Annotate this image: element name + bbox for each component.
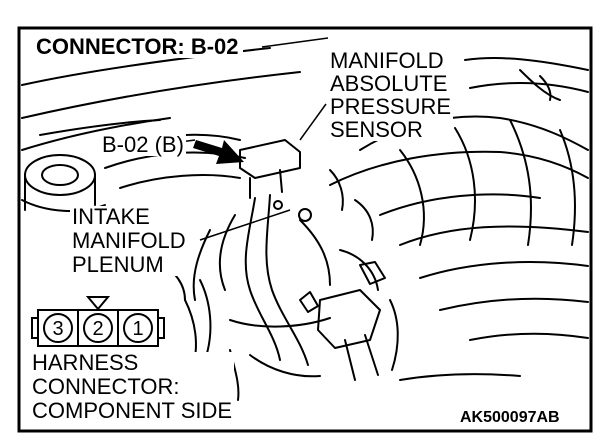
pin-circle-2 [83,313,113,343]
sensor-label-line-1: MANIFOLD [330,48,444,73]
title-leader [261,37,329,48]
sensor-label: MANIFOLD ABSOLUTE PRESSURE SENSOR [328,48,454,142]
pin-circle-3 [43,313,73,343]
connector-housing [37,309,159,347]
plenum-leader [199,209,291,241]
plenum-label-line-1: INTAKE [72,204,150,229]
sensor-leader [299,103,327,141]
sensor-label-line-4: SENSOR [330,117,423,142]
harness-label-line-2: CONNECTOR: [32,374,180,399]
plenum-label: INTAKE MANIFOLD PLENUM [70,206,188,276]
diagram-title: CONNECTOR: B-02 [32,36,243,58]
figure-code: AK500097AB [458,409,562,426]
connector-label: B-02 (B) [100,132,186,157]
pin-label-1: 1 [132,318,143,340]
sensor-label-line-2: ABSOLUTE [330,71,448,96]
sensor-label-line-3: PRESSURE [330,94,452,119]
harness-label-line-1: HARNESS [32,350,139,375]
harness-label-line-3: COMPONENT SIDE [32,398,233,423]
key-triangle-icon [85,296,111,311]
plenum-label-line-2: MANIFOLD [72,228,186,253]
pointer-arrow [193,140,244,164]
harness-label: HARNESS CONNECTOR: COMPONENT SIDE [30,350,235,423]
pin-label-2: 2 [92,318,103,340]
plenum-label-line-3: PLENUM [72,252,164,277]
pin-circle-1 [123,313,153,343]
pin-label-3: 3 [52,318,63,340]
harness-connector-icon [31,296,165,347]
